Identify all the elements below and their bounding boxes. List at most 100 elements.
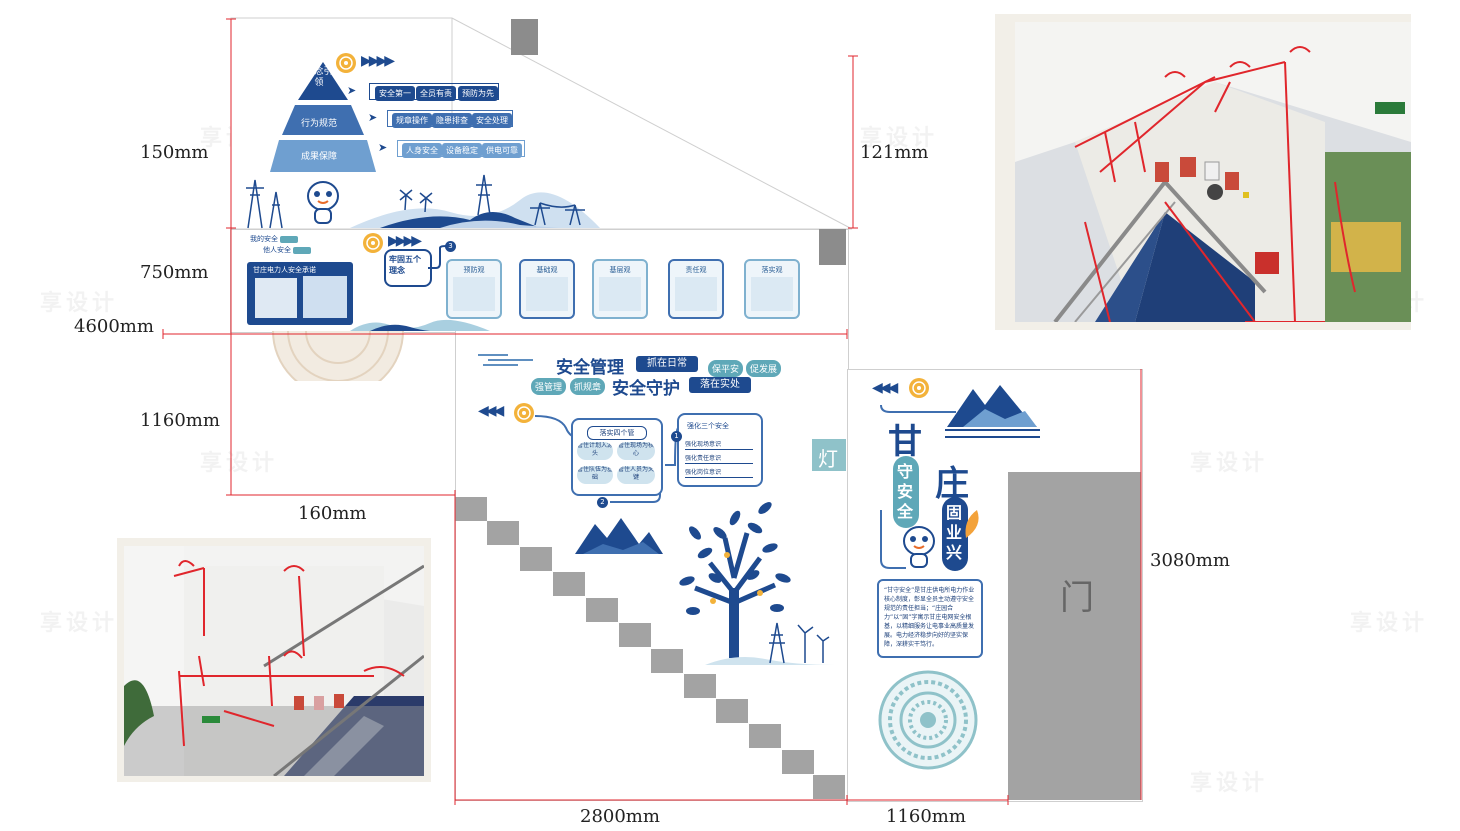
top-panel-outline: [230, 17, 853, 230]
dimension-label: 750mm: [140, 262, 209, 283]
spiral-icon: [363, 233, 383, 253]
watermark: 享设计: [200, 451, 279, 476]
spiral-icon: [336, 53, 356, 73]
card-title: 责任观: [685, 266, 707, 274]
stair-step: [520, 547, 552, 571]
stair-step: [619, 623, 651, 647]
stair-step: [586, 598, 618, 622]
tag-row1-item: 安全第一: [375, 86, 415, 101]
leaf-icon: [965, 510, 979, 538]
board-photo-left: [255, 278, 297, 318]
dimension-label: 3080mm: [1150, 550, 1230, 571]
dimension-label: 150mm: [140, 142, 209, 163]
stair-step: [553, 572, 585, 596]
concept-card: 基层观: [592, 259, 648, 319]
commitment-board: 甘庄电力人安全承诺: [247, 262, 353, 325]
mascot-icon: [307, 181, 339, 224]
manage-item: 管住人员为关键: [617, 466, 655, 484]
mountain-icon: [947, 385, 1037, 427]
mandala-ornament: [878, 670, 978, 770]
safety-item: 强化现场意识: [685, 439, 753, 450]
spiral-icon: [514, 403, 534, 423]
dimension-label: 2800mm: [580, 806, 660, 827]
board-title: 甘庄电力人安全承诺: [253, 266, 316, 274]
stair-step: [455, 497, 487, 521]
dimension-label: 160mm: [298, 503, 367, 524]
watermark: 享设计: [40, 611, 119, 636]
tower-wind-illustration: [705, 622, 835, 665]
tag-row1-item: 全员有责: [416, 86, 456, 101]
stair-step: [651, 649, 683, 673]
stair-step: [487, 521, 519, 545]
number-badge: 3: [445, 241, 456, 252]
photo-frame-inner: [1015, 22, 1411, 322]
stair-step: [782, 750, 814, 774]
slogan-line-1: 我的安全: [250, 234, 299, 244]
chevron-left-arrows-icon: ◀◀◀: [478, 403, 504, 419]
stair-step: [684, 674, 716, 698]
manage-item: 管住队伍为基础: [577, 466, 613, 484]
big-char-gan: 甘: [888, 422, 922, 462]
arrow-icon: ➤: [368, 111, 378, 124]
concept-card: 预防观: [446, 259, 502, 319]
stairwell-photo-drawing: [124, 546, 424, 776]
safety-pyramid: [270, 62, 376, 172]
tag-row1-item: 预防为先: [458, 86, 498, 101]
description-box: “甘守安全”是甘庄供电所电力作业核心制度，彰显全员主动遵守安全规范的责任担当；“…: [877, 579, 983, 658]
door: 门: [1008, 472, 1141, 800]
number-badge: 2: [597, 497, 608, 508]
stairwell-photo-drawing: [1015, 22, 1411, 322]
slogan-2-text: 他人安全: [263, 246, 291, 254]
safety-item: 强化岗位意识: [685, 467, 753, 478]
safety-item: 强化责任意识: [685, 453, 753, 464]
script-tag: [293, 246, 312, 254]
description-text: “甘守安全”是甘庄供电所电力作业核心制度，彰显全员主动遵守安全规范的责任担当；“…: [884, 587, 975, 648]
arrow-icon: ➤: [347, 84, 357, 97]
box-three-safety: 强化三个安全 强化现场意识 强化责任意识 强化岗位意识: [677, 413, 763, 487]
mascot-icon: [903, 526, 935, 568]
dimension-label: 4600mm: [74, 316, 154, 337]
mountain-pattern-strip: [945, 429, 1040, 438]
script-tag: [280, 235, 299, 243]
tag-row2-item: 隐患排查: [432, 113, 472, 128]
tag-row2-item: 安全处理: [472, 113, 512, 128]
card-title: 基层观: [609, 266, 631, 274]
concept-title: 牢固五个理念: [389, 255, 421, 275]
title-2: 安全守护: [612, 379, 680, 399]
watermark: 享设计: [1350, 611, 1429, 636]
number-badge: 1: [671, 431, 682, 442]
spiral-icon: [909, 378, 929, 398]
gray-square-band: [819, 229, 846, 265]
mountain-icon: [575, 518, 663, 554]
tag-row3-item: 人身安全: [402, 143, 442, 158]
tag-pill: 促发展: [746, 360, 782, 377]
tag-row3-item: 供电可靠: [482, 143, 522, 158]
photo-frame-inner: [124, 546, 424, 776]
chevron-left-arrows-icon: ◀◀◀: [872, 380, 898, 396]
vertical-pill-1: 守安全: [893, 456, 919, 528]
power-landscape: [246, 174, 600, 229]
chevron-arrows-icon: ▶▶▶▶: [361, 53, 395, 69]
pyramid-level-1: 理念引领: [305, 67, 333, 88]
lamp-box: 灯: [812, 439, 846, 471]
box-right-title: 强化三个安全: [687, 422, 729, 430]
watermark: 享设计: [1190, 451, 1269, 476]
stair-step: [716, 699, 748, 723]
tag-pill: 保平安: [708, 360, 744, 377]
tree-illustration: [679, 502, 791, 658]
tag-pill: 抓规章: [570, 378, 606, 395]
title-2-script: 落在实处: [689, 377, 751, 393]
slogan-1-text: 我的安全: [250, 235, 278, 243]
dimension-label: 1160mm: [140, 410, 220, 431]
board-photo-right: [303, 276, 347, 318]
manage-item: 管住计划入源头: [577, 442, 613, 460]
cloud-lines-icon: [478, 354, 533, 366]
box-left-title: 落实四个管: [587, 426, 647, 440]
gray-square-top: [511, 19, 538, 55]
pyramid-level-2: 行为规范: [300, 119, 337, 129]
tag-row3-item: 设备稳定: [442, 143, 482, 158]
watermark: 享设计: [40, 291, 119, 316]
slogan-line-2: 他人安全: [263, 245, 312, 255]
title-1-script: 抓在日常: [636, 356, 698, 372]
